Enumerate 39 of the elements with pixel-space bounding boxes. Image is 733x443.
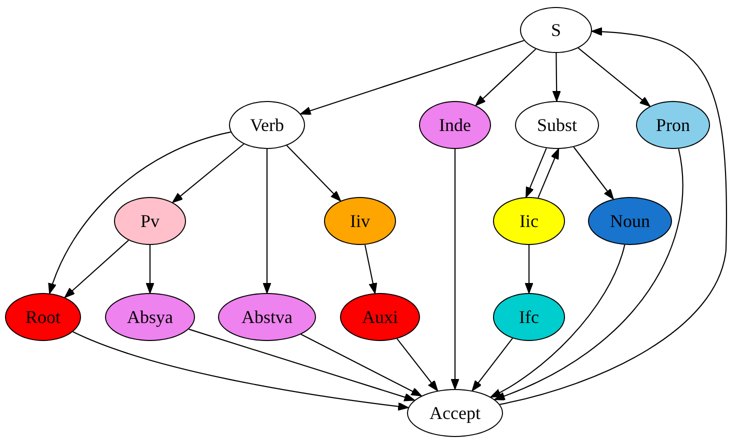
arrow <box>396 338 438 392</box>
ellipse-node: Root <box>5 293 81 341</box>
ellipse-node: Pron <box>636 101 710 149</box>
ellipse-node: Iiv <box>324 197 396 245</box>
arrow <box>526 148 547 198</box>
ellipse-node: Absya <box>105 293 195 341</box>
arrow <box>494 148 684 400</box>
ellipse-node: Pv <box>114 197 186 245</box>
ellipse-node: Accept <box>407 389 503 437</box>
arrow <box>48 132 231 294</box>
arrow <box>300 334 422 396</box>
ellipse-node: Subst <box>515 101 599 149</box>
arrow <box>472 338 513 392</box>
arrow <box>538 148 560 198</box>
arrow <box>146 245 154 294</box>
arrow <box>172 144 244 203</box>
ellipse-node: Verb <box>229 101 305 149</box>
arrow <box>72 331 409 411</box>
arrow <box>578 48 650 107</box>
ellipse-node: Noun <box>588 197 672 245</box>
ellipse-node: S <box>520 7 592 53</box>
ellipse-node: Ifc <box>493 293 565 341</box>
arrow <box>64 240 129 298</box>
arrow <box>286 145 341 202</box>
ellipse-node: Auxi <box>340 293 420 341</box>
arrow <box>500 28 727 405</box>
ellipse-node: Abstva <box>218 293 316 341</box>
ellipse-node: Inde <box>419 101 491 149</box>
arrow <box>524 245 534 294</box>
arrow <box>573 146 614 200</box>
arrow <box>475 48 536 106</box>
arrow <box>300 40 524 115</box>
arrow <box>552 53 561 102</box>
arrow <box>188 328 415 402</box>
arrow <box>490 244 626 398</box>
arrow <box>450 149 460 390</box>
arrow <box>262 149 272 294</box>
ellipse-node: Iic <box>493 197 565 245</box>
arrow <box>364 244 378 294</box>
